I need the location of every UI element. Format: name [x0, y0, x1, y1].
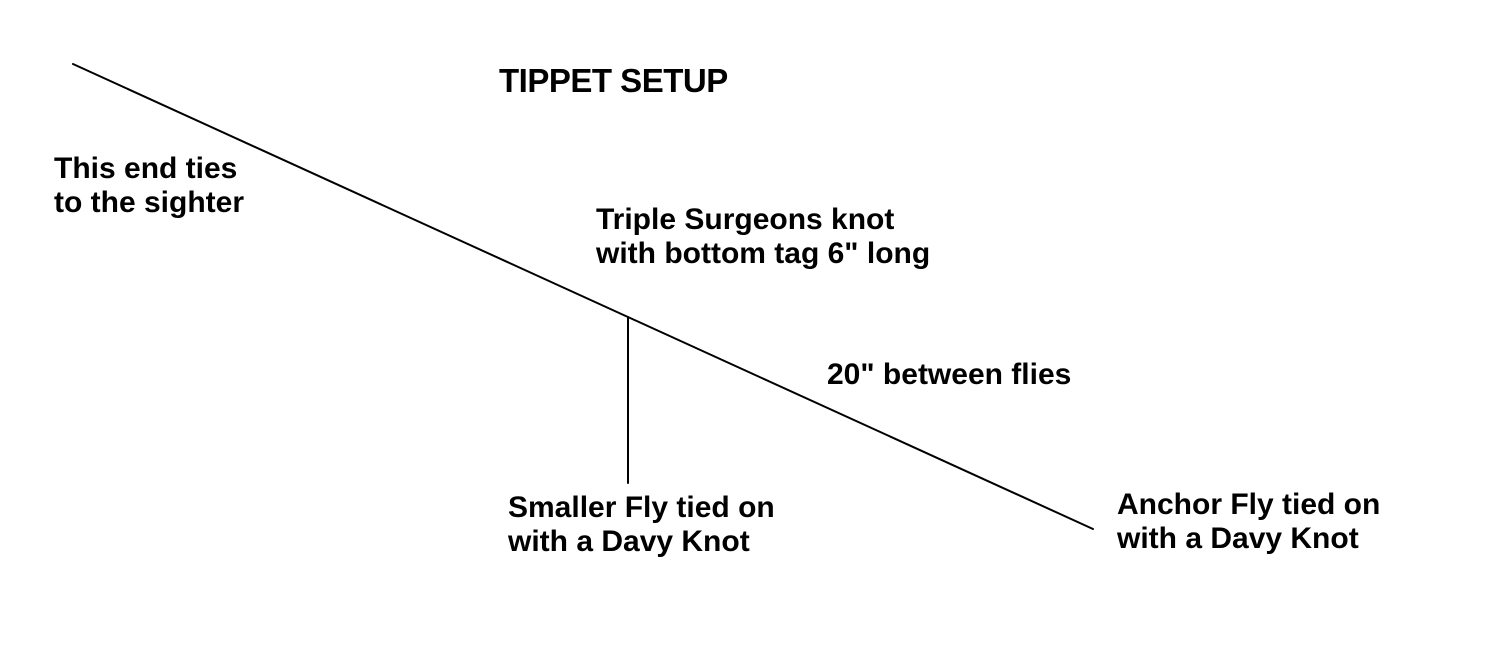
label-anchor-fly: Anchor Fly tied on with a Davy Knot: [1117, 488, 1381, 555]
tippet-main-line: [72, 63, 1094, 530]
label-fly-spacing: 20" between flies: [827, 358, 1072, 391]
label-triple-surgeons-knot: Triple Surgeons knot with bottom tag 6" …: [596, 203, 931, 270]
label-sighter-end: This end ties to the sighter: [54, 152, 245, 219]
diagram-title: TIPPET SETUP: [499, 62, 728, 99]
label-smaller-fly: Smaller Fly tied on with a Davy Knot: [508, 491, 775, 558]
